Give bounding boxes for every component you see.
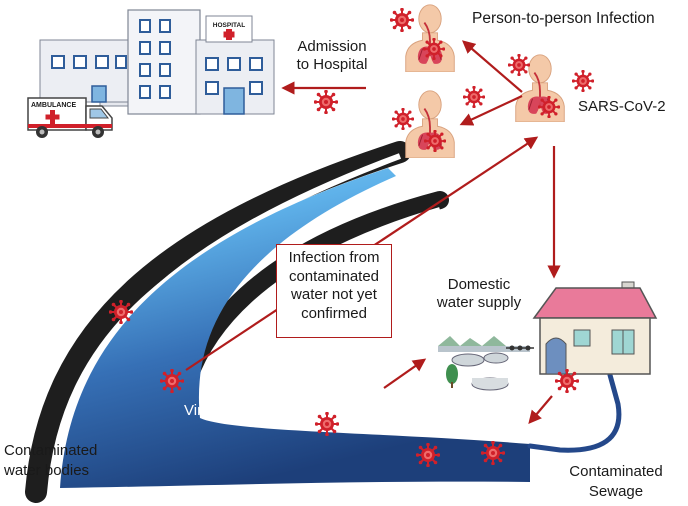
contaminated-water-bodies-label: Contaminated water bodies — [4, 442, 98, 479]
callout-line: Infection from — [288, 249, 380, 266]
arrow-to-sewage — [528, 395, 553, 425]
ambulance-icon: AMBULANCE — [27, 97, 113, 138]
ambulance-sign: AMBULANCE — [31, 102, 76, 109]
arrow-person-bottom — [459, 95, 523, 126]
hospital-building-icon: HOSPITAL — [39, 9, 275, 115]
domestic-water-supply-label: Domestic water supply — [436, 276, 522, 311]
callout-line: confirmed — [301, 304, 367, 322]
callout-line: water not yet — [291, 286, 377, 303]
person-infection-label: Person-to-person Infection — [472, 10, 655, 27]
callout-line: contaminated — [288, 267, 380, 285]
river-icon — [25, 141, 622, 503]
sars-label: SARS-CoV-2 — [578, 98, 666, 115]
admission-label: Admission to Hospital — [296, 38, 368, 73]
unconfirmed-infection-callout: Infection from contaminated water not ye… — [276, 244, 392, 338]
arrow-person-top — [462, 40, 523, 93]
arrow-to-water-supply — [383, 358, 427, 389]
house-icon — [532, 281, 658, 375]
viral-particles-label: Viral particles — [184, 402, 274, 419]
hospital-sign: HOSPITAL — [213, 22, 245, 29]
contaminated-sewage-label: Contaminated Sewage — [569, 463, 663, 500]
water-treatment-plant-icon — [438, 336, 534, 391]
